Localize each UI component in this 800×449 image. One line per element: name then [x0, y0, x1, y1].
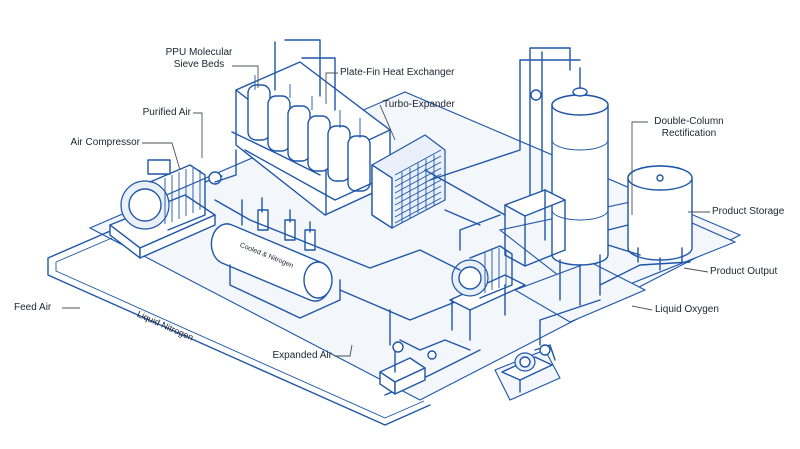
- air-compressor: [109, 159, 223, 259]
- liquid-oxygen-pump: [501, 299, 601, 393]
- label-ppu-line-2: Sieve Beds: [173, 59, 225, 70]
- expansion-valve-skid: [379, 339, 471, 395]
- column-support-frame: [504, 189, 566, 267]
- turbo-expander: [449, 214, 526, 341]
- label-purified-air: Purified Air: [142, 107, 191, 118]
- ppu-sieve-beds: [231, 39, 391, 216]
- label-ppu-line-1: PPU Molecular: [165, 47, 233, 58]
- interconnecting-pipes: [214, 149, 691, 346]
- label-double-column: Double-Column Rectification: [643, 116, 735, 140]
- plate-fin-heat-exchanger: [371, 59, 581, 229]
- label-feed-air: Feed Air: [14, 302, 52, 313]
- leader-lines: [62, 65, 710, 357]
- label-double-column-line-2: Rectification: [661, 128, 717, 139]
- label-double-column-line-1: Double-Column: [654, 116, 724, 127]
- label-air-compressor: Air Compressor: [70, 137, 140, 148]
- double-column-rectification: [504, 47, 609, 306]
- label-turbo-expander: Turbo-Expander: [383, 99, 455, 110]
- cooled-nitrogen-vessel: [210, 197, 461, 321]
- sieve-bed-vessels: [247, 84, 371, 192]
- label-product-output: Product Output: [710, 266, 778, 277]
- label-product-storage: Product Storage: [712, 206, 785, 217]
- label-ppu-sieve-beds: PPU Molecular Sieve Beds: [164, 47, 234, 71]
- label-heat-exchanger: Plate-Fin Heat Exchanger: [340, 67, 455, 78]
- label-expanded-air: Expanded Air: [272, 350, 333, 361]
- product-storage-tank: [607, 165, 693, 271]
- label-liquid-oxygen: Liquid Oxygen: [655, 304, 719, 315]
